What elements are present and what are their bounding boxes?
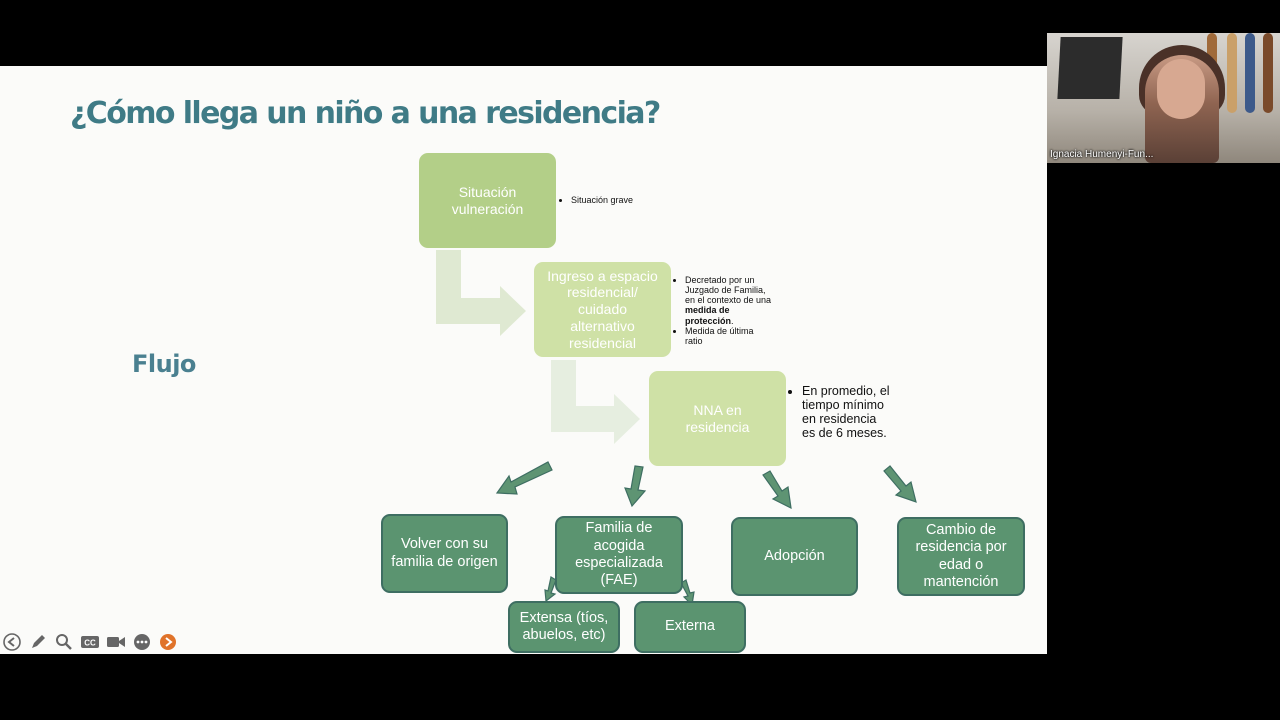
fae-box: Familia de acogida especializada (FAE) [555,516,683,594]
situacion-note-item: Situación grave [571,195,662,205]
ingreso-note-item-1: Decretado por un Juzgado de Familia, en … [685,275,772,326]
arrow-to-adopcion [762,470,792,510]
back-arrow-icon[interactable] [2,632,22,652]
guitar-2 [1227,33,1237,113]
externa-box: Externa [634,601,746,653]
arrow-to-cambio [883,465,917,503]
nna-residencia-box: NNA en residencia [649,371,786,466]
participant-face [1157,59,1205,119]
flujo-label: Flujo [132,350,196,378]
situacion-note: Situación grave [562,195,662,205]
arrow-to-volver [495,461,553,495]
adopcion-box: Adopción [731,517,858,596]
ingreso-note-item-2: Medida de última ratio [685,326,772,346]
bent-arrow-2 [551,360,640,444]
camera-icon[interactable] [106,632,126,652]
participant-name: Ignacia Humenyi-Fun... [1050,149,1154,160]
pen-icon[interactable] [28,632,48,652]
ingreso-residencial-box: Ingreso a espacio residencial/ cuidado a… [534,262,671,357]
arrow-to-fae [624,465,647,508]
cambio-residencia-box: Cambio de residencia por edad o mantenci… [897,517,1025,596]
guitar-3 [1245,33,1255,113]
guitar-4 [1263,33,1273,113]
nna-note: En promedio, el tiempo mínimo en residen… [790,384,890,440]
situacion-vulneracion-box: Situación vulneración [419,153,556,248]
more-options-icon[interactable] [132,632,152,652]
presentation-slide: ¿Cómo llega un niño a una residencia? Fl… [0,66,1047,654]
bent-arrow-1 [436,250,526,336]
nna-note-item: En promedio, el tiempo mínimo en residen… [802,384,890,440]
arrow-to-externa [680,579,695,607]
volver-familia-box: Volver con su familia de origen [381,514,508,593]
participant-video-tile[interactable]: Ignacia Humenyi-Fun... [1047,33,1280,163]
presentation-toolbar: CC [2,632,178,652]
closed-captions-icon[interactable]: CC [80,632,100,652]
background-shelf [1057,37,1123,99]
extensa-box: Extensa (tíos, abuelos, etc) [508,601,620,653]
svg-text:CC: CC [84,639,96,648]
zoom-icon[interactable] [54,632,74,652]
flow-arrows [436,250,917,607]
slide-title: ¿Cómo llega un niño a una residencia? [70,96,661,131]
next-arrow-icon[interactable] [158,632,178,652]
ingreso-note: Decretado por un Juzgado de Familia, en … [676,275,772,346]
